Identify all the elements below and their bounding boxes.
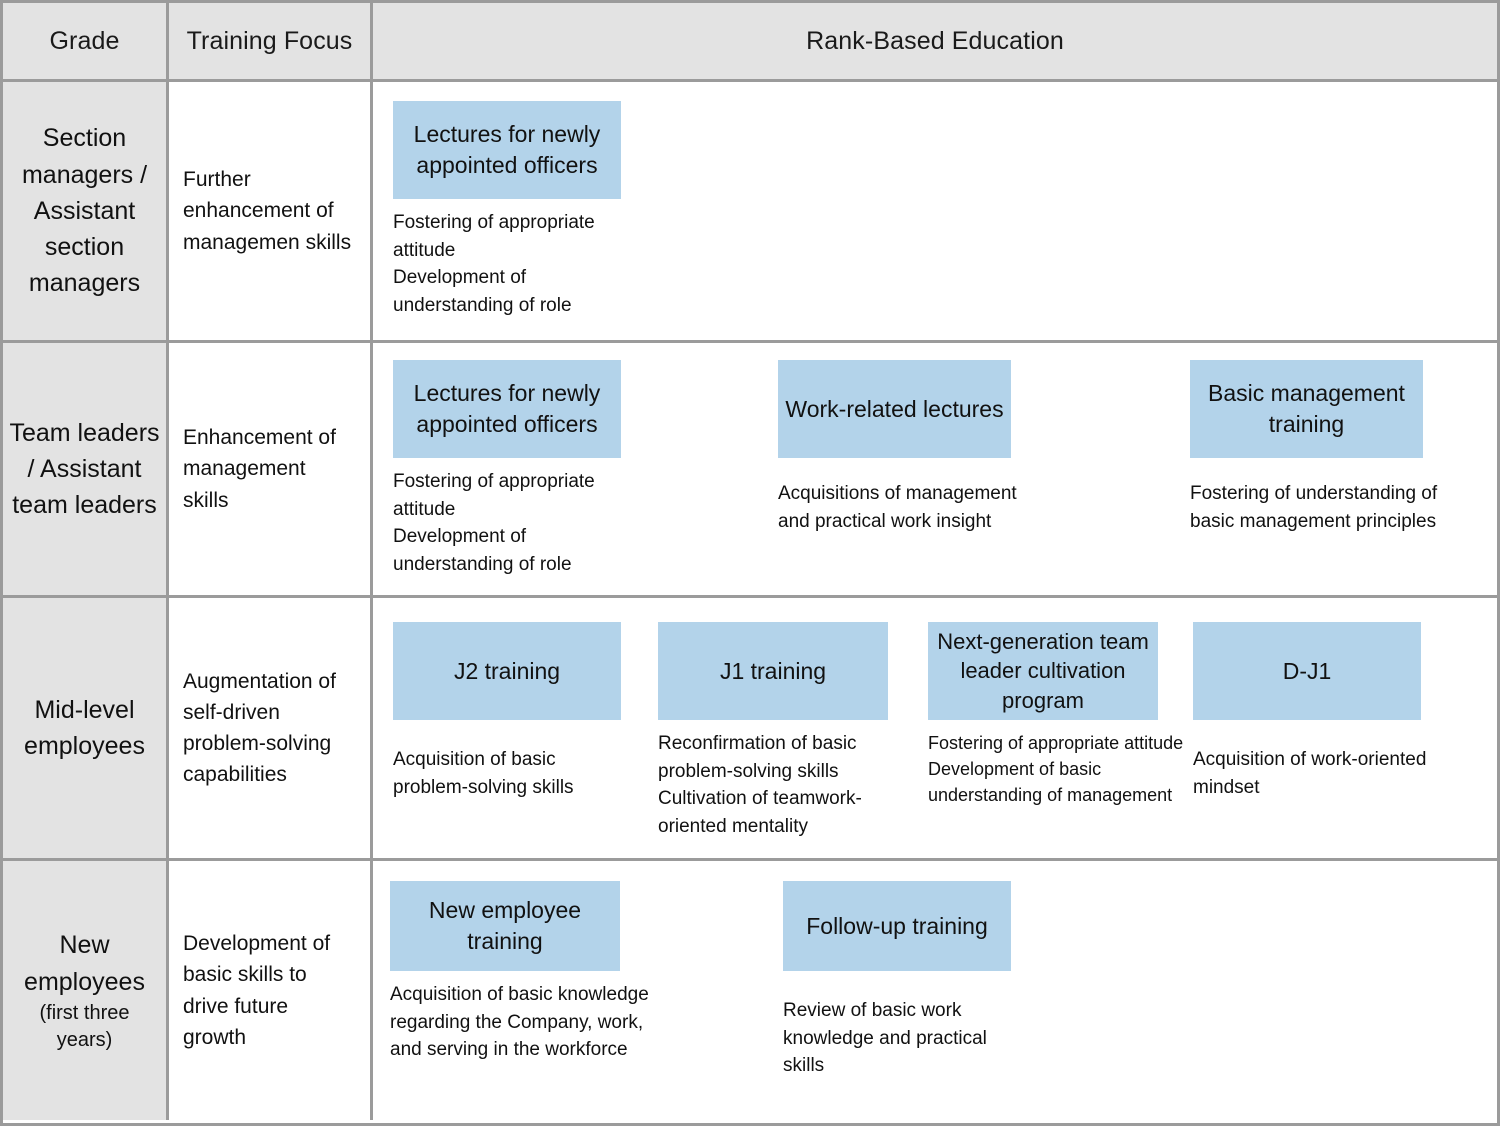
program-description: Fostering of appropriate attitude Develo…	[393, 212, 595, 316]
education-cell-section-managers: Lectures for newly appointed officers Fo…	[373, 82, 1497, 340]
education-cell-team-leaders: Lectures for newly appointed officers Fo…	[373, 343, 1497, 595]
program-description: Review of basic work knowledge and pract…	[783, 1000, 987, 1077]
training-focus-label: Enhancement of management skills	[183, 426, 336, 512]
grade-label: Team leaders / Assistant team leaders	[9, 418, 160, 520]
program-item: Next-generation team leader cultivation …	[928, 622, 1183, 808]
program-title-box[interactable]: D-J1	[1193, 622, 1421, 720]
program-title-box[interactable]: J2 training	[393, 622, 621, 720]
grade-cell-new-employees: New employees (first three years)	[3, 861, 169, 1120]
header-cell-grade: Grade	[3, 3, 169, 79]
header-label-grade: Grade	[49, 26, 120, 55]
program-item: J1 training Reconfirmation of basic prob…	[658, 622, 888, 840]
grade-sublabel: (first three years)	[39, 1001, 130, 1051]
program-description: Acquisition of work-oriented mindset	[1193, 749, 1427, 798]
table-header-row: Grade Training Focus Rank-Based Educatio…	[3, 3, 1497, 82]
education-cell-mid-level-employees: J2 training Acquisition of basic problem…	[373, 598, 1497, 858]
program-item: D-J1 Acquisition of work-oriented mindse…	[1193, 622, 1426, 801]
grade-label: Mid-level employees	[24, 695, 145, 760]
program-description: Acquisitions of management and practical…	[778, 483, 1017, 532]
program-description: Reconfirmation of basic problem-solving …	[658, 733, 862, 837]
training-focus-cell-section-managers: Further enhancement of managemen skills	[169, 82, 373, 340]
table-row: New employees (first three years) Develo…	[3, 861, 1497, 1120]
program-title-box[interactable]: Lectures for newly appointed officers	[393, 101, 621, 199]
grade-label: New employees	[24, 931, 145, 996]
program-title-box[interactable]: Lectures for newly appointed officers	[393, 360, 621, 458]
grade-cell-team-leaders: Team leaders / Assistant team leaders	[3, 343, 169, 595]
training-focus-cell-team-leaders: Enhancement of management skills	[169, 343, 373, 595]
training-focus-label: Development of basic skills to drive fut…	[183, 932, 331, 1049]
header-label-training-focus: Training Focus	[186, 26, 353, 55]
program-title-box[interactable]: Work-related lectures	[778, 360, 1011, 458]
header-label-rank-based-education: Rank-Based Education	[806, 26, 1064, 55]
program-title-box[interactable]: Follow-up training	[783, 881, 1011, 971]
table-row: Team leaders / Assistant team leaders En…	[3, 343, 1497, 598]
training-focus-cell-new-employees: Development of basic skills to drive fut…	[169, 861, 373, 1120]
program-item: Lectures for newly appointed officers Fo…	[393, 101, 621, 319]
program-title-box[interactable]: J1 training	[658, 622, 888, 720]
training-focus-cell-mid-level-employees: Augmentation of self-driven problem-solv…	[169, 598, 373, 858]
program-title-box[interactable]: New employee training	[390, 881, 620, 971]
program-title-box[interactable]: Basic management training	[1190, 360, 1423, 458]
program-item: Basic management training Fostering of u…	[1190, 360, 1437, 535]
training-focus-label: Further enhancement of managemen skills	[183, 168, 352, 254]
grade-cell-mid-level-employees: Mid-level employees	[3, 598, 169, 858]
program-title-box[interactable]: Next-generation team leader cultivation …	[928, 622, 1158, 720]
program-item: Lectures for newly appointed officers Fo…	[393, 360, 621, 578]
program-item: New employee training Acquisition of bas…	[390, 881, 649, 1064]
program-description: Acquisition of basic knowledge regarding…	[390, 984, 649, 1061]
table-row: Mid-level employees Augmentation of self…	[3, 598, 1497, 861]
grade-label: Section managers / Assistant section man…	[21, 124, 148, 298]
training-focus-label: Augmentation of self-driven problem-solv…	[183, 669, 336, 787]
header-cell-rank-based-education: Rank-Based Education	[373, 3, 1497, 79]
grade-cell-section-managers: Section managers / Assistant section man…	[3, 82, 169, 340]
table-row: Section managers / Assistant section man…	[3, 82, 1497, 343]
education-cell-new-employees: New employee training Acquisition of bas…	[373, 861, 1497, 1120]
program-item: Follow-up training Review of basic work …	[783, 881, 1011, 1080]
grade-label-wrapper: New employees (first three years)	[9, 927, 160, 1054]
header-cell-training-focus: Training Focus	[169, 3, 373, 79]
program-description: Fostering of appropriate attitude Develo…	[928, 733, 1184, 806]
program-item: J2 training Acquisition of basic problem…	[393, 622, 621, 801]
program-description: Fostering of understanding of basic mana…	[1190, 483, 1438, 532]
program-description: Acquisition of basic problem-solving ski…	[393, 749, 574, 798]
program-description: Fostering of appropriate attitude Develo…	[393, 471, 595, 575]
program-item: Work-related lectures Acquisitions of ma…	[778, 360, 1017, 535]
